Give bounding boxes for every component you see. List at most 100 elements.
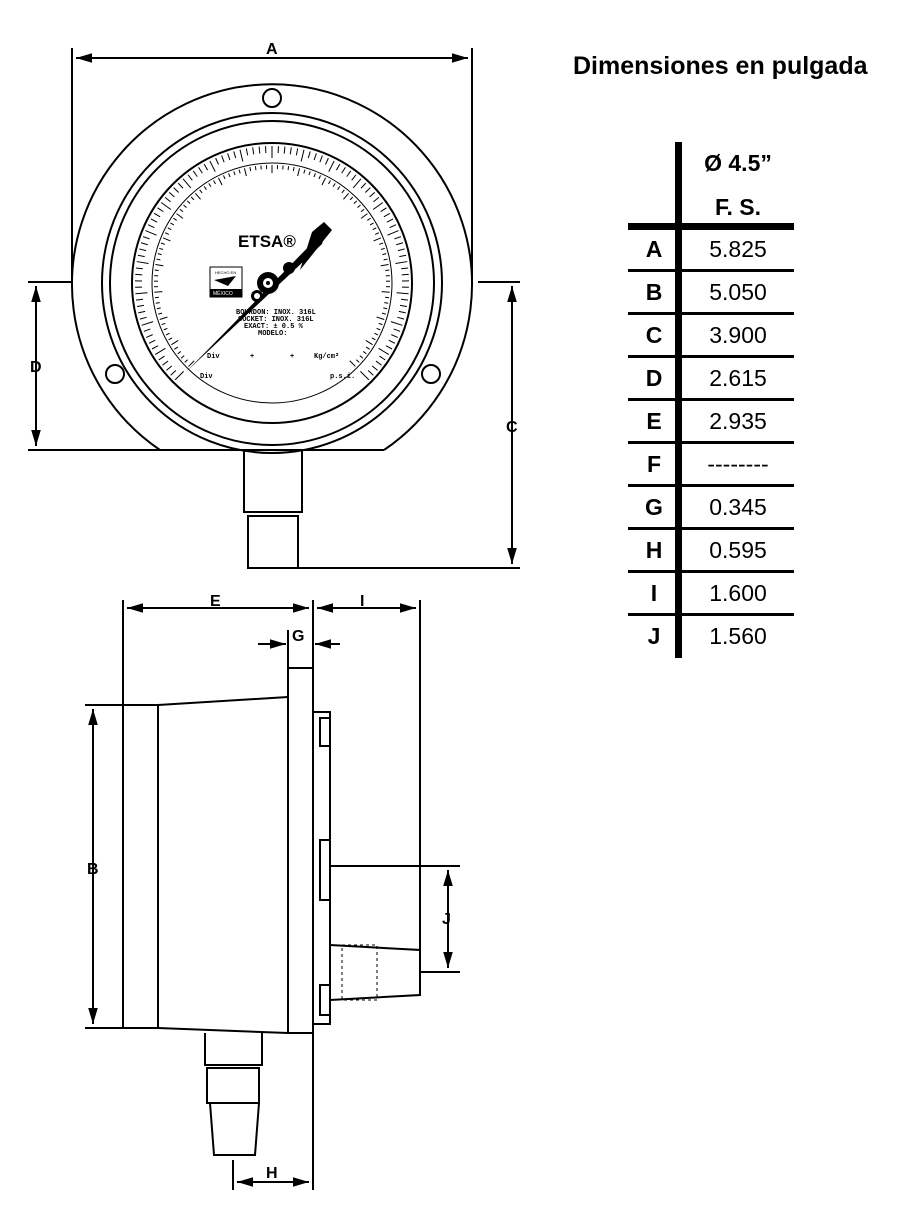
dial-tick-inner bbox=[165, 232, 170, 235]
dial-tick-inner bbox=[165, 332, 170, 336]
dial-tick bbox=[365, 187, 371, 193]
dial-tick bbox=[142, 236, 150, 240]
row-divider bbox=[628, 398, 794, 401]
dial-line-4: MODELO: bbox=[258, 330, 287, 338]
dial-tick bbox=[239, 149, 244, 162]
dial-tick bbox=[372, 202, 384, 210]
svg-text:+: + bbox=[250, 353, 254, 361]
dial-tick-inner bbox=[155, 302, 160, 304]
row-value: 3.900 bbox=[709, 322, 767, 348]
dial-tick-inner bbox=[179, 208, 184, 213]
dial-tick bbox=[182, 178, 192, 189]
dial-tick-inner bbox=[208, 183, 212, 188]
dial-tick-inner bbox=[313, 173, 316, 178]
dial-tick bbox=[371, 365, 378, 371]
dial-tick-inner bbox=[168, 337, 173, 341]
dial-tick bbox=[245, 148, 249, 156]
dial-tick-inner bbox=[374, 332, 379, 336]
dial-tick bbox=[390, 321, 403, 326]
dial-tick-inner bbox=[159, 316, 168, 320]
row-value: 5.825 bbox=[709, 236, 767, 262]
row-value: 2.615 bbox=[709, 365, 767, 391]
dial-tick bbox=[379, 355, 386, 361]
dial-tick bbox=[325, 157, 329, 165]
dial-tick-inner bbox=[184, 359, 189, 363]
row-divider bbox=[628, 269, 794, 272]
dial-tick bbox=[396, 292, 409, 295]
dial-tick bbox=[151, 345, 159, 350]
table-header-type: F. S. bbox=[714, 194, 761, 220]
dial-tick bbox=[173, 187, 179, 193]
dial-tick-inner bbox=[365, 340, 373, 346]
dial-tick bbox=[391, 334, 398, 338]
row-value: 1.600 bbox=[709, 580, 767, 606]
row-divider bbox=[628, 355, 794, 358]
row-value: 0.595 bbox=[709, 537, 767, 563]
dial-tick-inner bbox=[154, 291, 163, 293]
dial-tick-inner bbox=[155, 264, 164, 267]
div-label-2: Div bbox=[200, 373, 213, 381]
badge-top: HECHO EN bbox=[215, 270, 236, 275]
dial-tick bbox=[378, 347, 390, 356]
dim-b: B bbox=[87, 861, 99, 878]
dial-tick-inner bbox=[186, 200, 191, 205]
dial-tick-inner bbox=[382, 253, 387, 256]
dial-tick bbox=[283, 146, 286, 154]
dial-scale-arc bbox=[151, 162, 393, 404]
dial-tick-inner bbox=[154, 296, 159, 299]
row-value: 2.935 bbox=[709, 408, 767, 434]
dial-tick bbox=[139, 316, 147, 320]
dim-c: C bbox=[506, 419, 518, 436]
dial-tick bbox=[295, 148, 299, 156]
dial-tick-inner bbox=[321, 177, 327, 186]
dial-tick bbox=[313, 153, 317, 161]
dial-tick-inner bbox=[171, 340, 179, 346]
row-divider bbox=[628, 312, 794, 315]
dial-tick-inner bbox=[217, 177, 223, 186]
dial-tick-inner bbox=[349, 360, 356, 367]
dial-tick-inner bbox=[380, 247, 385, 250]
dial-tick-inner bbox=[170, 222, 175, 226]
dial-tick-inner bbox=[228, 173, 231, 178]
dial-tick-inner bbox=[373, 237, 382, 242]
dial-tick bbox=[397, 316, 405, 320]
dial-tick bbox=[168, 192, 175, 198]
dial-tick-inner bbox=[369, 222, 374, 226]
dial-tick-inner bbox=[360, 208, 365, 213]
dial-tick bbox=[203, 163, 209, 171]
row-value: -------- bbox=[707, 451, 769, 477]
dial-tick bbox=[135, 292, 148, 295]
row-label: E bbox=[646, 408, 662, 434]
dial-tick bbox=[136, 261, 149, 264]
dim-g: G bbox=[292, 628, 304, 645]
dial-tick bbox=[187, 174, 193, 181]
dial-tick-inner bbox=[292, 166, 295, 172]
dial-tick bbox=[209, 160, 216, 172]
unit-label-1: Kg/cm² bbox=[314, 353, 339, 361]
dial-tick-inner bbox=[372, 227, 377, 231]
dial-text: ETSA® HECHO EN MÉXICO BOURDON: INOX. 316… bbox=[200, 232, 355, 381]
dim-d: D bbox=[30, 359, 42, 376]
row-divider bbox=[628, 527, 794, 530]
dial-tick bbox=[136, 304, 145, 308]
dial-tick-inner bbox=[199, 189, 203, 194]
dial-tick bbox=[389, 224, 397, 229]
dial-tick bbox=[360, 182, 367, 189]
dial-tick bbox=[399, 304, 408, 308]
dial-tick-inner bbox=[359, 355, 364, 359]
dial-tick bbox=[341, 167, 346, 174]
row-label: B bbox=[645, 279, 663, 305]
dial-tick bbox=[233, 151, 237, 159]
brand-logo: ETSA® bbox=[238, 232, 296, 251]
dial-tick-inner bbox=[156, 258, 161, 261]
dial-tick-inner bbox=[376, 327, 381, 331]
front-view bbox=[28, 48, 520, 569]
dial-tick-inner bbox=[176, 213, 184, 219]
dial-tick bbox=[146, 334, 153, 338]
dial-tick bbox=[192, 170, 198, 177]
dial-tick-inner bbox=[381, 312, 386, 315]
dial-tick bbox=[396, 242, 404, 246]
table-grid bbox=[628, 142, 794, 658]
dial-tick-inner bbox=[303, 169, 306, 174]
